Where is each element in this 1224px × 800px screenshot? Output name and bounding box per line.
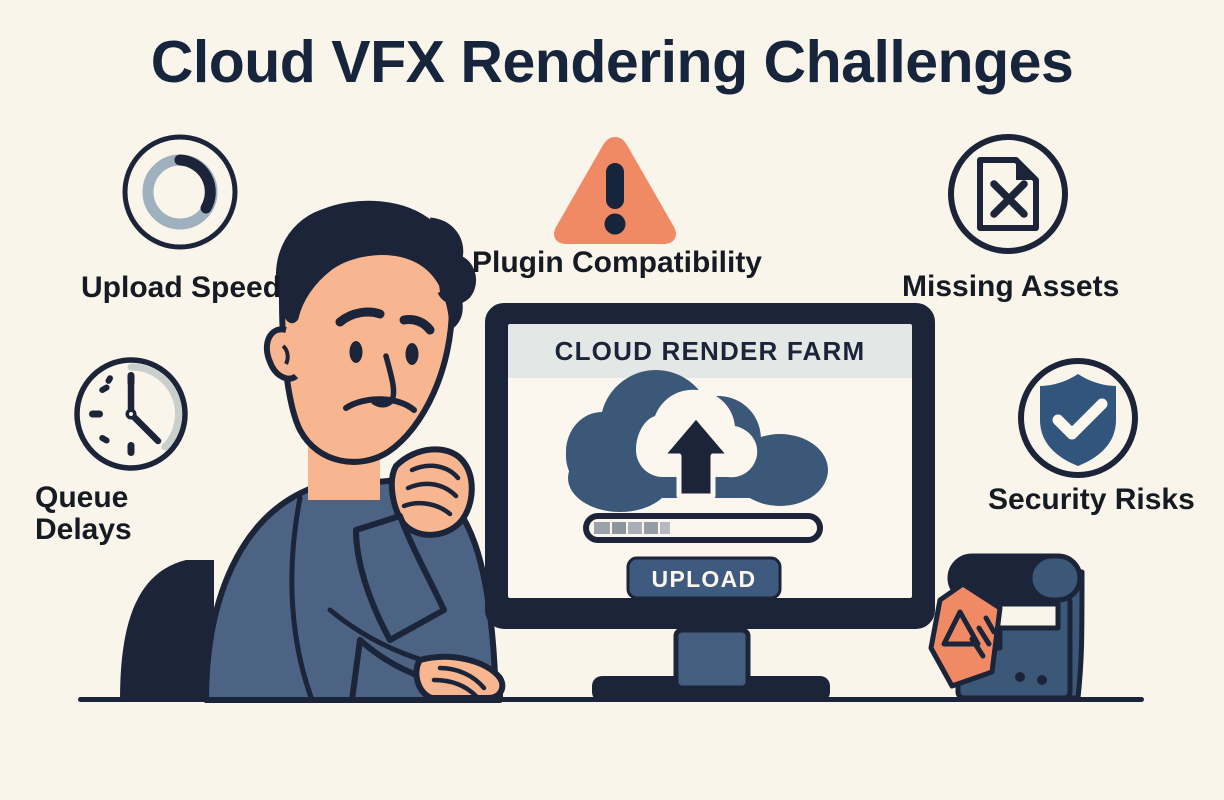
security-risks-icon-group [1016,356,1140,485]
screen-contents [566,370,828,600]
plugin-compatibility-icon-group [550,131,680,254]
page-title: Cloud VFX Rendering Challenges [150,29,1074,95]
warning-triangle-icon [554,137,676,244]
queue-delays-label-line1: Queue [35,481,129,514]
queue-delays-icon-group [72,355,190,478]
upload-progress-bar [583,513,823,543]
queue-delays-label: Queue Delays [35,481,195,547]
cloud-upload-icon [566,370,828,512]
upload-speed-label: Upload Speed [81,271,282,304]
desk-surface-line [78,697,1144,702]
clock-icon [74,357,188,471]
queue-delays-label-line2: Delays [35,513,132,547]
missing-assets-icon-group [946,132,1070,261]
file-x-icon [948,134,1068,254]
warning-tag [928,581,1003,689]
upload-speed-icon-group [120,132,240,257]
shield-check-icon [1018,358,1138,478]
screen-header-title: CLOUD RENDER FARM [554,336,866,366]
upload-button-label[interactable]: UPLOAD [651,566,757,592]
office-chair [120,560,214,700]
missing-assets-label: Missing Assets [902,270,1120,303]
printer-device [928,553,1085,701]
frustrated-person [203,200,506,703]
progress-ring-icon [122,134,238,250]
security-risks-label: Security Risks [988,483,1195,516]
plugin-compatibility-label: Plugin Compatibility [472,246,762,279]
